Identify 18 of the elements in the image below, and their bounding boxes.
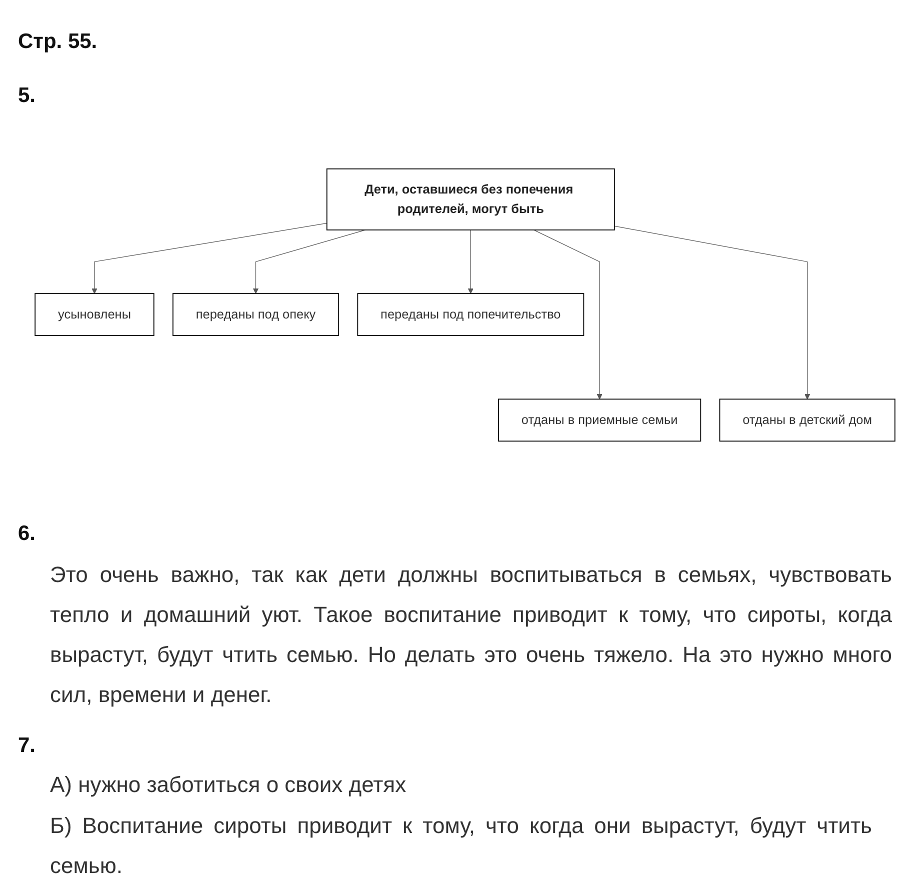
arrow <box>92 222 328 294</box>
process-box: отданы в приемные семьи <box>498 398 702 442</box>
process-box: Дети, оставшиеся без попечения родителей, могут быть <box>326 168 615 230</box>
answer-line: А) нужно заботиться о своих детях <box>50 771 406 799</box>
arrow <box>252 230 366 294</box>
process-box: переданы под попечительство <box>357 293 584 336</box>
process-box: переданы под опеку <box>172 293 340 336</box>
arrow <box>614 226 810 400</box>
task-number: 7. <box>18 734 36 758</box>
arrow <box>533 230 602 400</box>
answer-paragraph: Это очень важно, так как дети должны воспитываться в семьях, чувствовать тепло и домашний уют. Такое воспитание приводит к тому, что сироты, когда вырастут, будут чтить семью. Но делать это очень тяжело. На это нужно много сил, времени и денег. <box>50 561 892 709</box>
process-box: усыновлены <box>34 293 154 336</box>
task-number: 5. <box>18 84 36 108</box>
answer-line: Б) Воспитание сироты приводит к тому, что когда они вырастут, будут чтить семью. <box>50 812 872 880</box>
process-box: отданы в детский дом <box>719 398 896 442</box>
task-number: 6. <box>18 522 36 546</box>
page-heading: Стр. 55. <box>18 30 98 54</box>
arrow <box>468 230 474 294</box>
